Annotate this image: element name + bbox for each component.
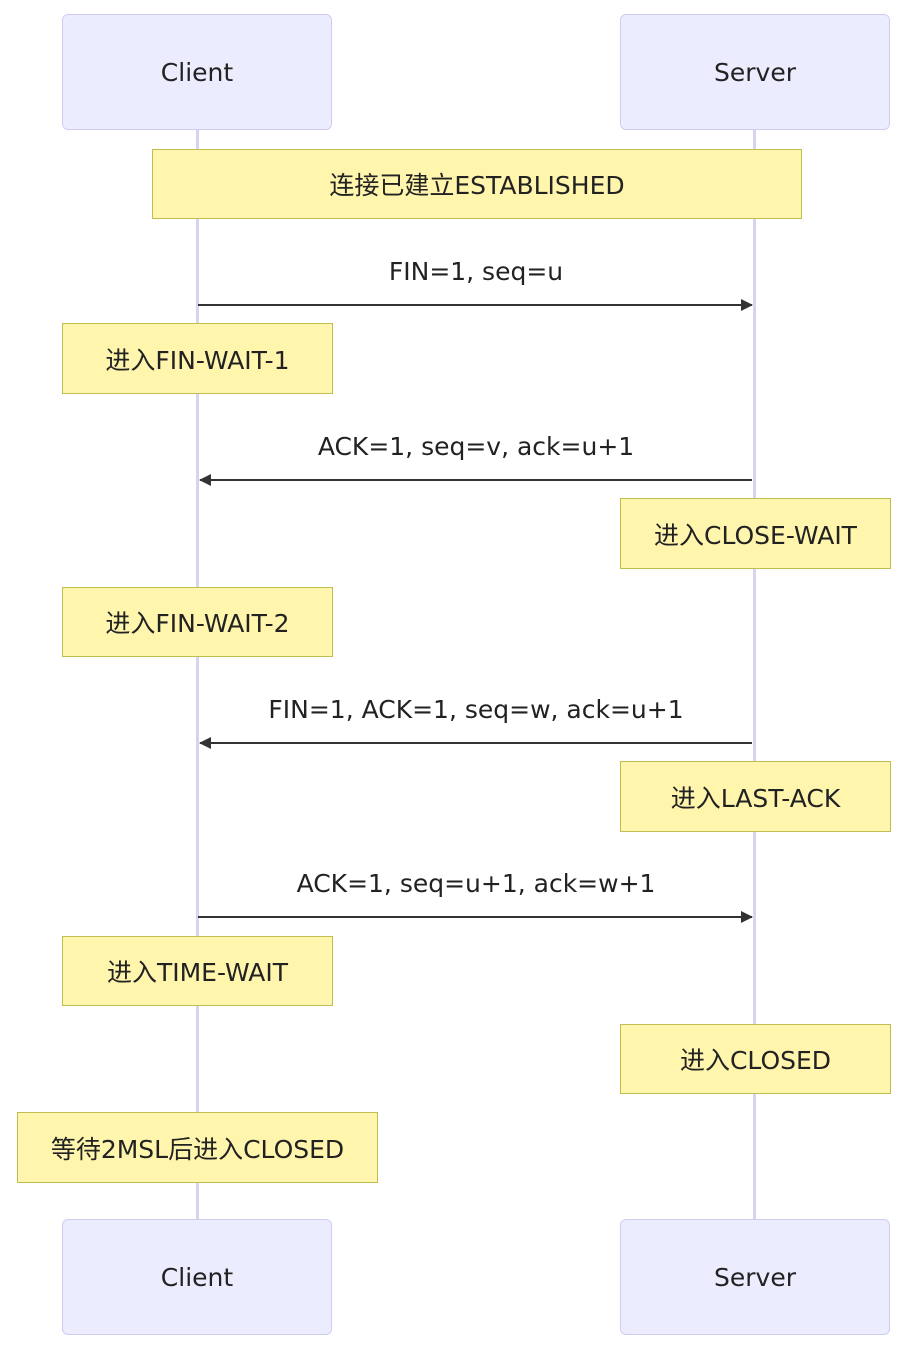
note-server-closed: 进入CLOSED [620, 1024, 891, 1094]
note-time-wait-text: 进入TIME-WAIT [106, 958, 289, 987]
server-actor-bottom-label: Server [714, 1262, 796, 1292]
note-last-ack: 进入LAST-ACK [620, 761, 891, 832]
message-label-2: ACK=1, seq=v, ack=u+1 [317, 432, 635, 461]
note-fin-wait-2-text: 进入FIN-WAIT-2 [105, 609, 290, 638]
server-actor-top: Server [620, 14, 890, 130]
client-actor-top: Client [62, 14, 332, 130]
note-close-wait-text: 进入CLOSE-WAIT [654, 520, 857, 550]
note-established-text: 连接已建立ESTABLISHED [329, 171, 625, 200]
server-actor-bottom: Server [620, 1219, 890, 1335]
note-client-closed-text: 等待2MSL后进入CLOSED [50, 1134, 345, 1164]
client-actor-bottom-label: Client [160, 1262, 234, 1292]
note-fin-wait-2: 进入FIN-WAIT-2 [62, 587, 333, 657]
server-actor-label: Server [714, 57, 796, 87]
note-close-wait: 进入CLOSE-WAIT [620, 498, 891, 569]
message-label-1: FIN=1, seq=u [388, 257, 564, 286]
note-last-ack-text: 进入LAST-ACK [670, 783, 841, 813]
message-label-4: ACK=1, seq=u+1, ack=w+1 [296, 869, 656, 898]
note-fin-wait-1-text: 进入FIN-WAIT-1 [105, 345, 290, 375]
client-actor-label: Client [160, 57, 234, 87]
message-label-3: FIN=1, ACK=1, seq=w, ack=u+1 [268, 695, 684, 724]
client-actor-bottom: Client [62, 1219, 332, 1335]
note-server-closed-text: 进入CLOSED [679, 1046, 832, 1075]
note-established: 连接已建立ESTABLISHED [152, 149, 802, 219]
note-time-wait: 进入TIME-WAIT [62, 936, 333, 1006]
client-lifeline [196, 130, 199, 1220]
note-client-closed: 等待2MSL后进入CLOSED [17, 1112, 378, 1183]
server-lifeline [753, 130, 756, 1220]
note-fin-wait-1: 进入FIN-WAIT-1 [62, 323, 333, 394]
